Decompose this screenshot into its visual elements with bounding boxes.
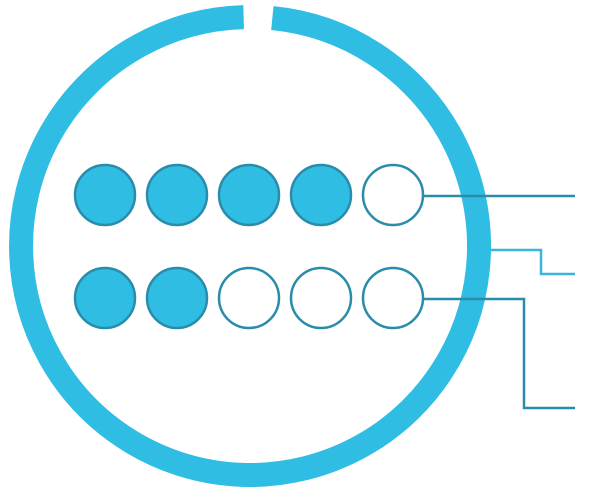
row-2-dot-4-empty xyxy=(289,266,353,330)
row-1-dot-4-filled xyxy=(289,163,353,227)
row-2-dot-2-filled xyxy=(145,266,209,330)
progress-ring xyxy=(9,5,492,487)
row-2-dot-5-empty xyxy=(361,266,425,330)
connector-row-2 xyxy=(423,297,575,410)
row-1-dot-1-filled xyxy=(73,163,137,227)
connector-lines xyxy=(423,194,575,410)
row-1-dot-3-filled xyxy=(217,163,281,227)
connector-ring xyxy=(490,248,575,276)
row-1-dot-2-filled xyxy=(145,163,209,227)
dot-grid xyxy=(73,163,425,330)
row-1-dot-5-empty xyxy=(361,163,425,227)
row-2-dot-3-empty xyxy=(217,266,281,330)
row-2-dot-1-filled xyxy=(73,266,137,330)
